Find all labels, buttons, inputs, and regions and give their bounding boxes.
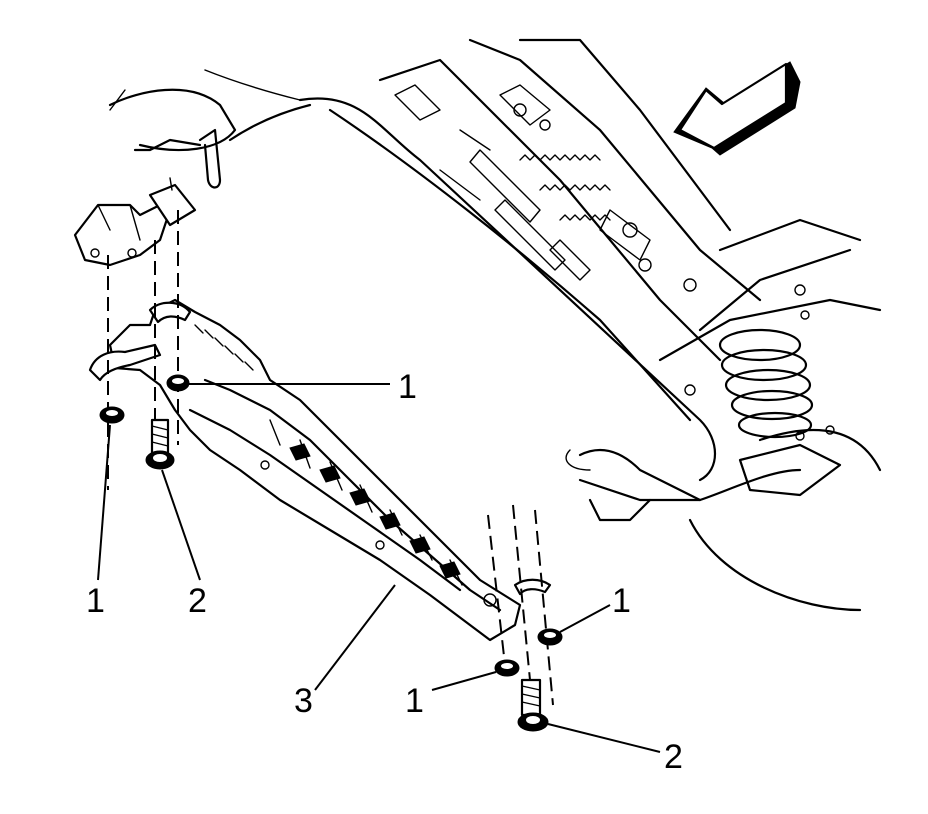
coil-spring	[718, 328, 814, 439]
callout-3: 3	[294, 682, 313, 720]
nut-lower-right	[537, 628, 563, 646]
nut-upper-right	[166, 374, 190, 392]
vehicle-underbody	[108, 38, 882, 612]
nut-lower-left	[494, 659, 520, 677]
callout-2-upper: 2	[188, 582, 207, 620]
callout-1-lower-left: 1	[405, 682, 424, 720]
front-direction-arrow-icon	[673, 61, 801, 156]
nut-upper-left	[99, 406, 125, 424]
callout-1-upper-right: 1	[398, 368, 417, 406]
callout-2-lower: 2	[664, 738, 683, 776]
callout-1-lower-right: 1	[612, 582, 631, 620]
bolt-lower	[517, 678, 549, 732]
leader-lines	[97, 383, 661, 753]
reinforcement-bar	[88, 298, 552, 642]
upper-mount-brackets	[73, 177, 197, 267]
callout-labels: 1 1 2 3 1 1 2	[86, 368, 683, 776]
callout-1-upper-left: 1	[86, 582, 105, 620]
bolt-upper	[145, 418, 175, 470]
